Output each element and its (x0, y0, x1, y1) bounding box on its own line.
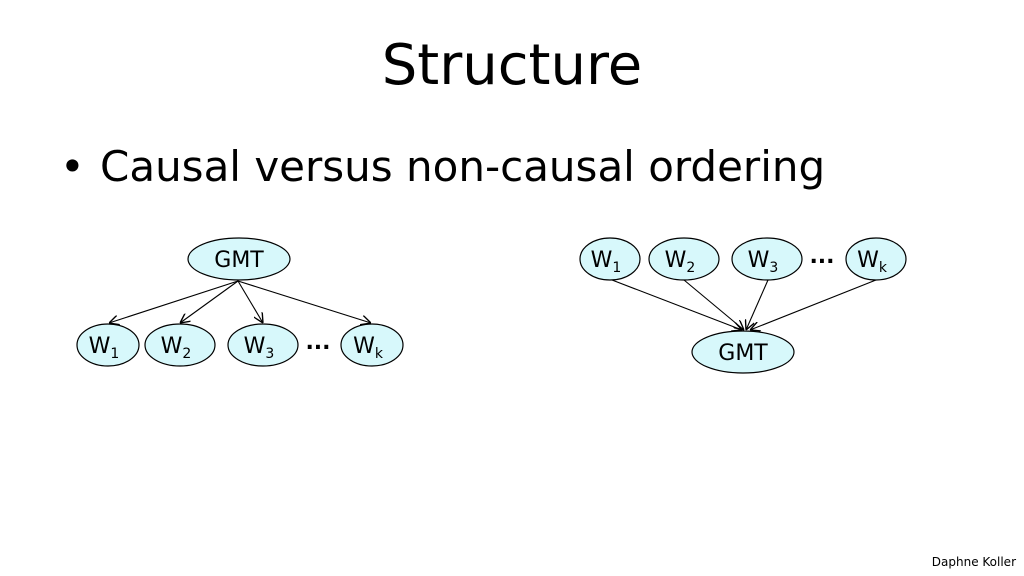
edge-w2-gmt (683, 279, 744, 330)
bullet-marker: • (60, 142, 85, 191)
noncausal-diagram: W1 W2 W3 ... Wk GMT (579, 237, 907, 374)
node-w3-left-sub: 3 (265, 346, 274, 362)
node-wk-right-sub: k (879, 260, 888, 276)
node-w2-left-sub: 2 (182, 346, 191, 362)
node-w3-left: W3 (227, 323, 299, 367)
node-w3-left-base: W (244, 334, 266, 359)
node-gmt-bottom: GMT (691, 330, 795, 374)
svg-text:W3: W3 (748, 248, 779, 276)
node-gmt-top-label: GMT (214, 248, 264, 273)
svg-text:Wk: Wk (857, 248, 888, 276)
edge-gmt-wk (237, 280, 371, 323)
node-w3-right: W3 (731, 237, 803, 281)
svg-text:W1: W1 (89, 334, 120, 362)
node-w1-left-base: W (89, 334, 111, 359)
bullet-item: •Causal versus non-causal ordering (60, 146, 825, 188)
edge-gmt-w1 (109, 280, 239, 323)
edge-gmt-w3 (237, 280, 263, 323)
node-wk-left-sub: k (375, 346, 384, 362)
node-w1-right-sub: 1 (612, 260, 621, 276)
edge-gmt-w2 (180, 280, 239, 323)
node-wk-right: Wk (845, 237, 907, 281)
causal-diagram: GMT W1 W2 W3 ... Wk (76, 237, 404, 367)
node-w3-right-base: W (748, 248, 770, 273)
svg-text:W3: W3 (244, 334, 275, 362)
edge-w1-gmt (611, 279, 742, 330)
node-w3-right-sub: 3 (769, 260, 778, 276)
author-credit: Daphne Koller (931, 555, 1016, 569)
node-w2-right-sub: 2 (686, 260, 695, 276)
node-gmt-top: GMT (187, 237, 291, 281)
node-w2-right-base: W (665, 248, 687, 273)
svg-text:W1: W1 (591, 248, 622, 276)
node-w1-left-sub: 1 (110, 346, 119, 362)
slide-title: Structure (381, 33, 643, 98)
node-w1-right-base: W (591, 248, 613, 273)
node-w1-left: W1 (76, 323, 140, 367)
bullet-text: Causal versus non-causal ordering (100, 142, 826, 191)
svg-text:W2: W2 (161, 334, 192, 362)
svg-text:W2: W2 (665, 248, 696, 276)
ellipsis-right: ... (809, 244, 834, 269)
node-w2-left: W2 (144, 323, 216, 367)
node-w1-right: W1 (579, 237, 641, 281)
node-wk-left-base: W (353, 334, 375, 359)
node-wk-left: Wk (340, 323, 404, 367)
edge-w3-gmt (746, 279, 769, 330)
node-w2-right: W2 (648, 237, 720, 281)
node-w2-left-base: W (161, 334, 183, 359)
node-wk-right-base: W (857, 248, 879, 273)
svg-text:Wk: Wk (353, 334, 384, 362)
edge-wk-gmt (750, 279, 877, 330)
ellipsis-left: ... (305, 330, 330, 355)
node-gmt-bottom-label: GMT (718, 341, 768, 366)
